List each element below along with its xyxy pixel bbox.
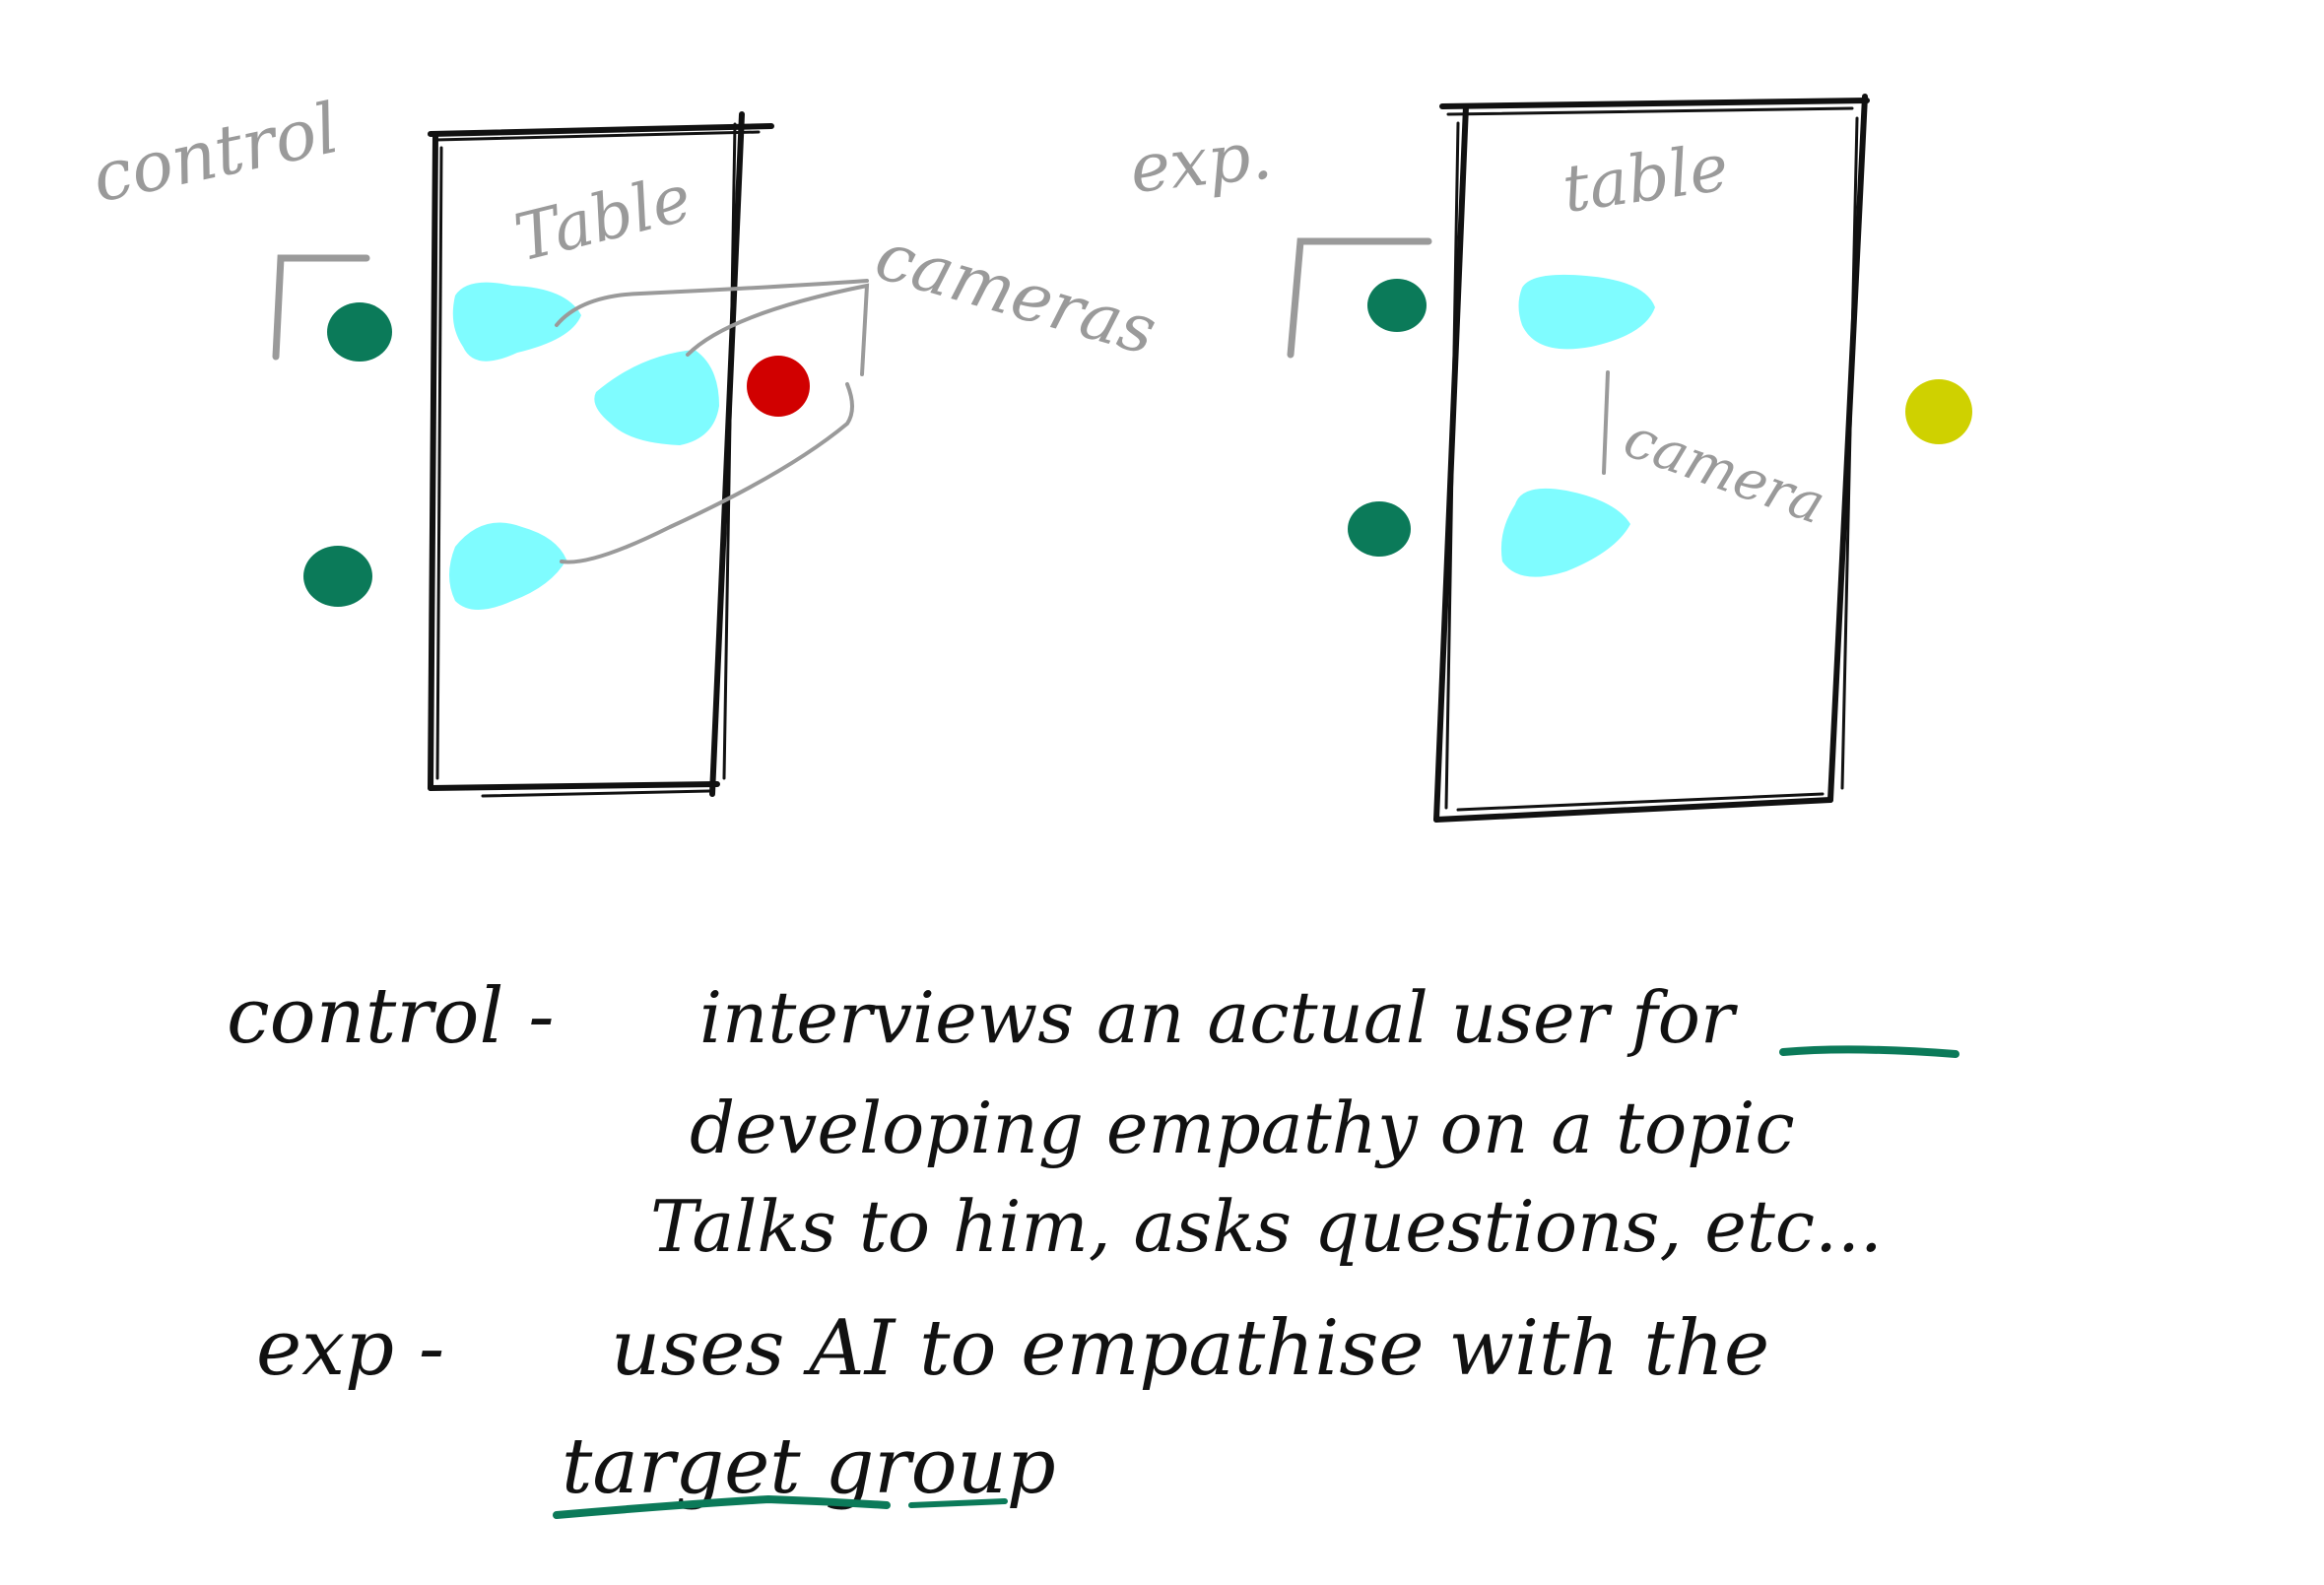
- control-camera-connectors: [555, 279, 870, 564]
- control-note-label: control -: [227, 972, 555, 1061]
- person-dot-icon: [1348, 501, 1411, 557]
- person-dot-icon: [303, 546, 372, 607]
- underline-user: [1779, 1045, 1959, 1058]
- control-note-line-3: Talks to him, asks questions, etc...: [650, 1185, 1883, 1268]
- camera-blob-icon: [1500, 488, 1630, 577]
- underline-target: [553, 1494, 891, 1519]
- underline-group: [908, 1498, 1008, 1508]
- exp-note-line-1: uses AI to empathise with the: [611, 1304, 1769, 1393]
- exp-camera-connector: [1602, 370, 1610, 475]
- exp-note-label: exp -: [256, 1304, 444, 1393]
- door-corner-icon: [272, 254, 370, 361]
- control-cameras-label: cameras: [867, 217, 1164, 370]
- camera-blob-icon: [452, 282, 581, 362]
- person-dot-icon: [1367, 279, 1427, 332]
- control-note-line-2: developing empathy on a topic: [690, 1087, 1795, 1169]
- exp-camera-label: camera: [1616, 406, 1833, 537]
- control-note-line-1: interviews an actual user for: [699, 976, 1738, 1059]
- control-diagram: control Table cameras: [85, 88, 1164, 798]
- exp-note-line-2: target group: [562, 1422, 1056, 1511]
- camera-blob-icon: [594, 350, 719, 445]
- notes: control - interviews an actual user for …: [227, 972, 1959, 1519]
- control-table: [428, 111, 774, 798]
- exp-table: [1433, 94, 1870, 823]
- interviewer-dot-icon: [747, 356, 810, 417]
- exp-table-label: table: [1559, 129, 1733, 228]
- ai-dot-icon: [1905, 379, 1972, 444]
- camera-blob-icon: [1518, 274, 1655, 350]
- door-corner-icon: [1287, 237, 1432, 359]
- exp-title: exp.: [1127, 116, 1276, 209]
- control-title: control: [85, 88, 345, 219]
- camera-blob-icon: [449, 522, 566, 610]
- control-table-label: Table: [507, 160, 698, 276]
- person-dot-icon: [327, 302, 392, 362]
- exp-diagram: exp. table camera: [1127, 94, 1972, 823]
